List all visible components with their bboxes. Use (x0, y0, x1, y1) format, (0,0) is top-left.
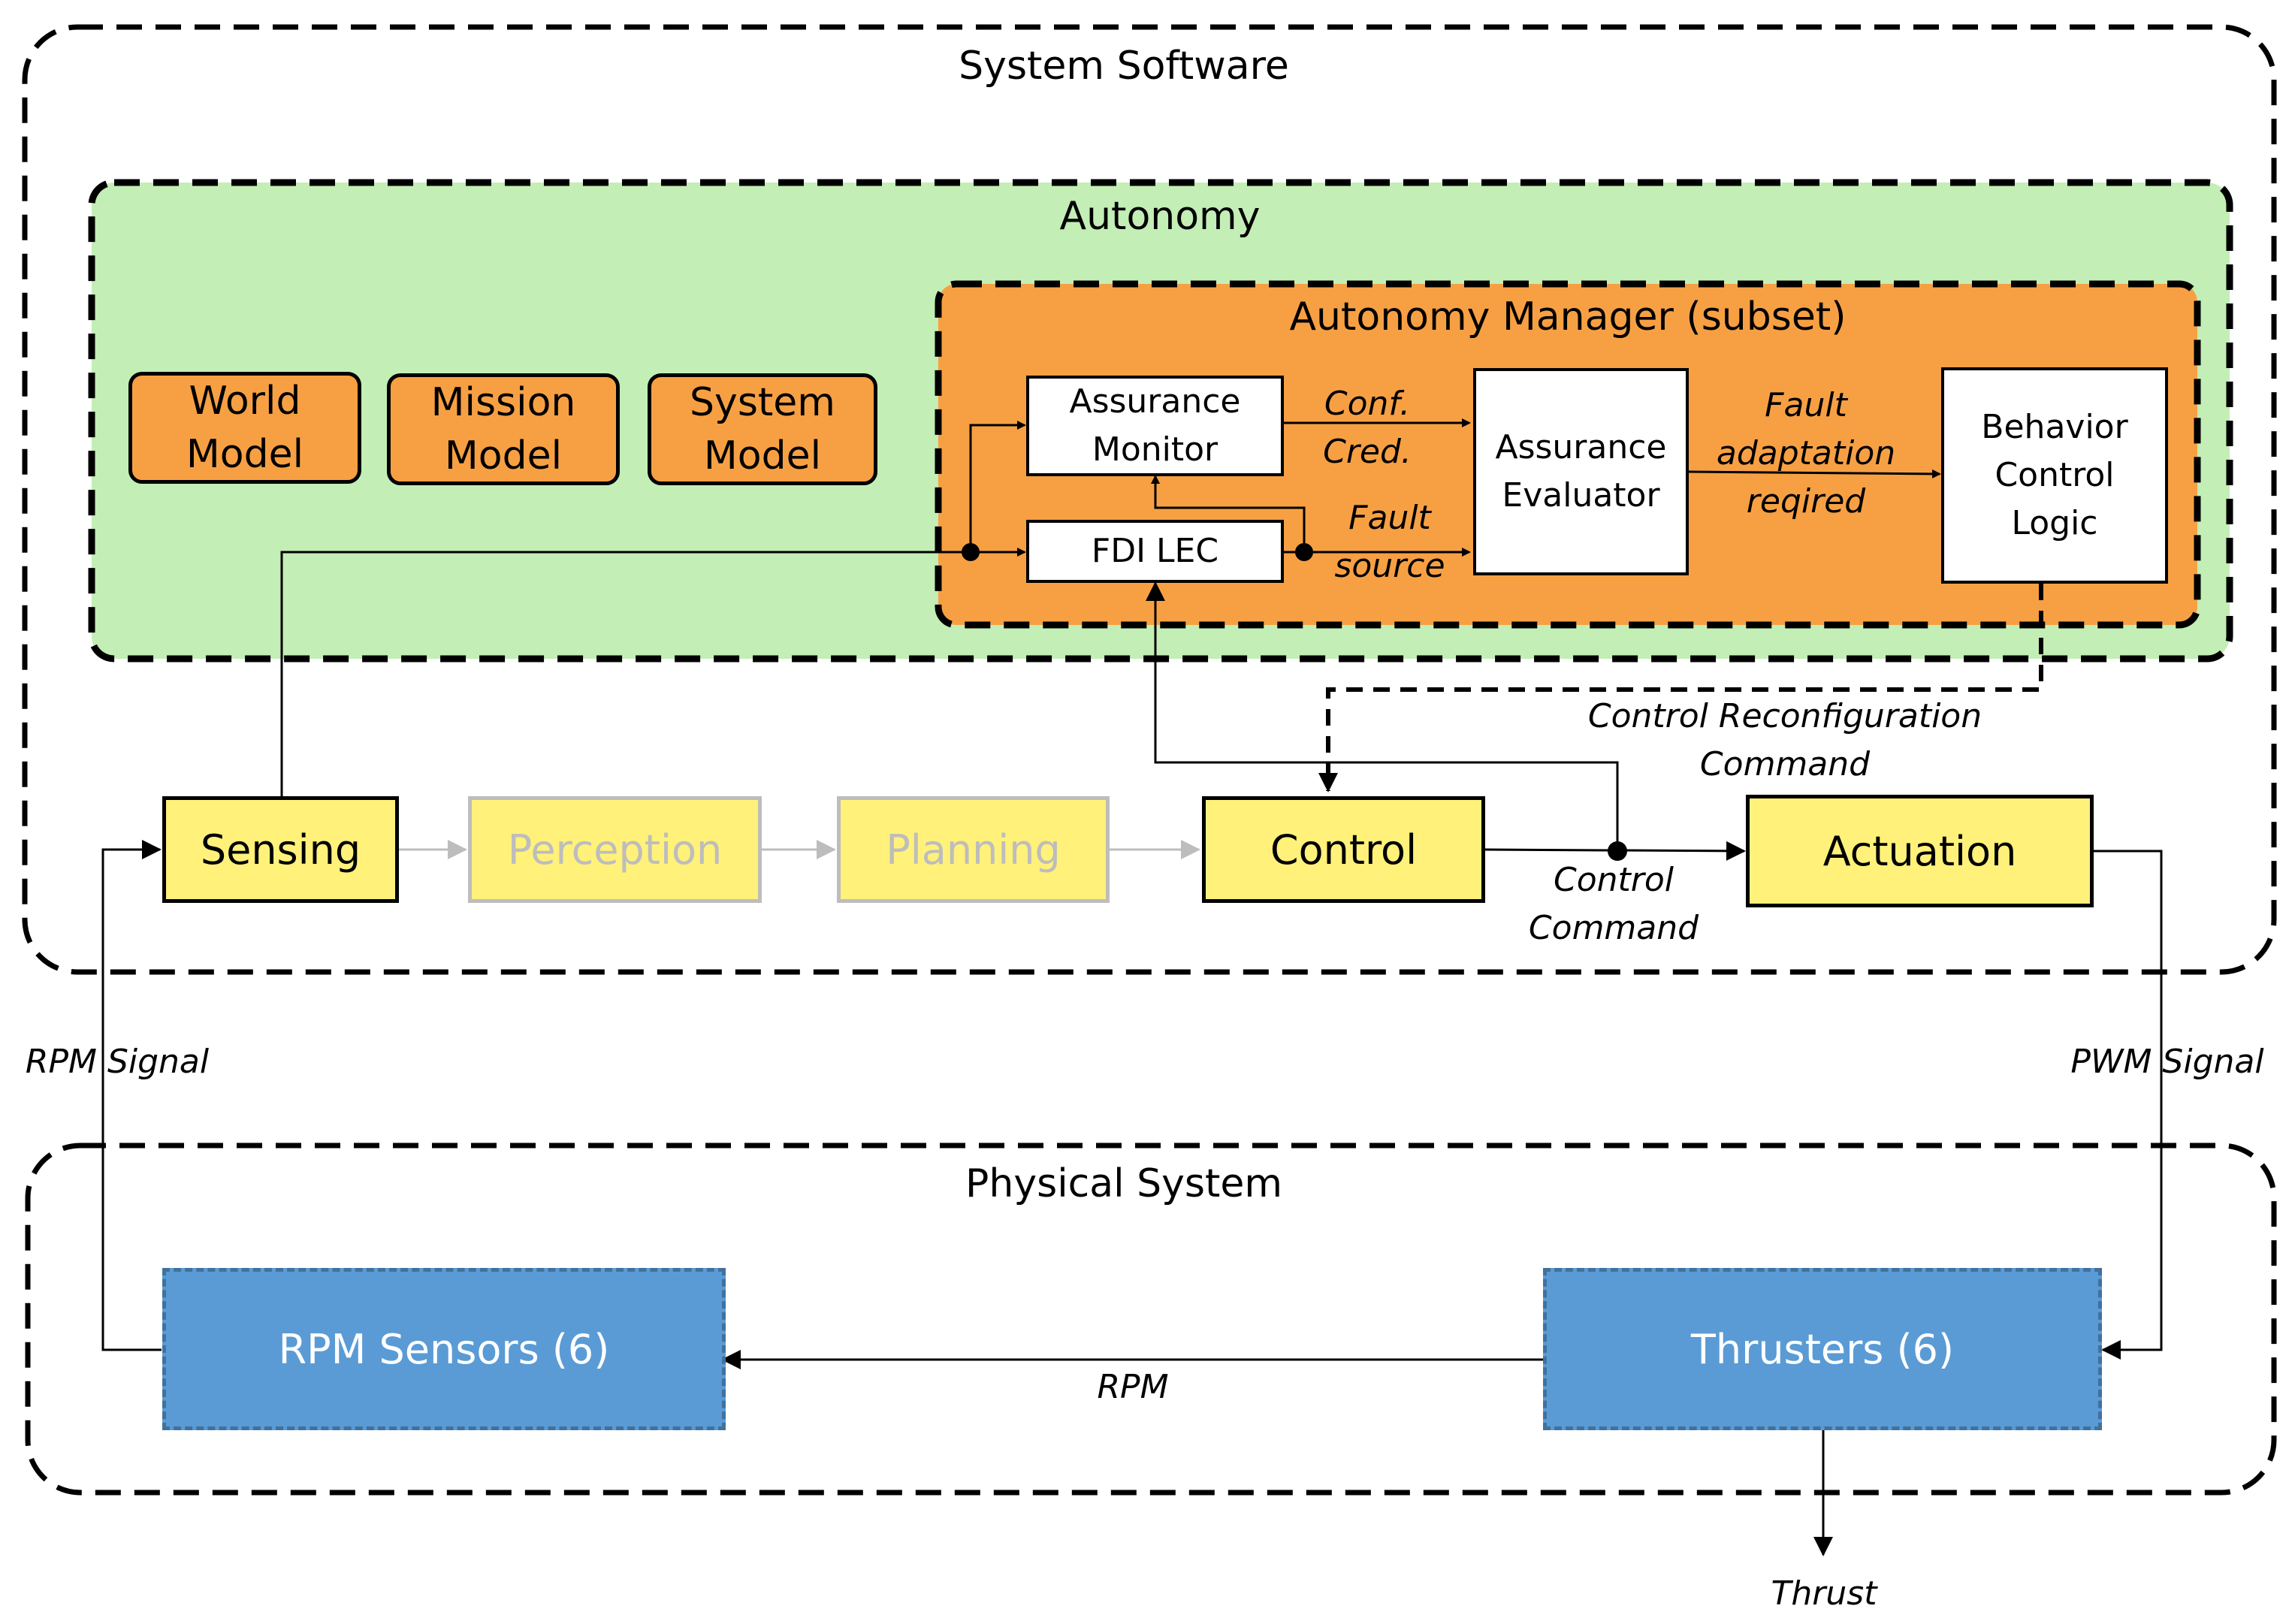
sensing-block: Sensing (162, 796, 399, 903)
pwm-signal-label: PWM Signal (2070, 1043, 2264, 1081)
control-block: Control (1202, 796, 1485, 903)
planning-label: Planning (886, 826, 1061, 874)
actuation-block: Actuation (1746, 795, 2094, 907)
fault-source-line-1: Fault (1348, 499, 1431, 537)
world-model-line-2: Model (186, 431, 304, 477)
assurance-evaluator-line-2: Evaluator (1502, 476, 1660, 515)
assurance-monitor-line-1: Assurance (1069, 382, 1241, 421)
fdi-lec-block: FDI LEC (1026, 520, 1284, 583)
thrusters-label: Thrusters (6) (1690, 1325, 1955, 1373)
rpm-sensors-block: RPM Sensors (6) (162, 1268, 726, 1430)
physical-system-title: Physical System (965, 1161, 1282, 1206)
thrust-label: Thrust (1771, 1574, 1877, 1613)
rpm-signal-line (101, 840, 162, 1351)
mission-model-line-2: Model (444, 433, 563, 478)
control-reconfiguration-line-2: Command (1699, 744, 1871, 783)
fdi-to-monitor-line (1151, 475, 1306, 552)
system-software-container (22, 24, 2277, 975)
behavior-control-logic-line-2: Control (1995, 456, 2115, 495)
conf-cred-line-2: Cred. (1323, 432, 1412, 471)
control-reconfiguration-line-1: Control Reconfiguration (1587, 697, 1982, 735)
conf-cred-line-1: Conf. (1324, 385, 1411, 423)
control-command-dot (1608, 841, 1627, 861)
rpm-sensors-label: RPM Sensors (6) (278, 1325, 610, 1373)
perception-label: Perception (507, 826, 723, 874)
fault-adaptation-line-1: Fault (1765, 386, 1847, 424)
fault-adaptation-label: Fault adaptation reqired (1717, 382, 1895, 525)
control-command-line-1: Control (1553, 861, 1674, 899)
actuation-label: Actuation (1822, 827, 2017, 875)
perception-block: Perception (468, 796, 762, 903)
assurance-monitor-line-2: Monitor (1092, 430, 1218, 469)
fdi-lec-label: FDI LEC (1091, 532, 1219, 571)
rpm-signal-label: RPM Signal (25, 1043, 210, 1081)
system-model-line-2: Model (703, 433, 822, 478)
mission-model-line-1: Mission (430, 380, 576, 426)
fault-adaptation-line-3: reqired (1746, 481, 1866, 521)
autonomy-title: Autonomy (1059, 194, 1261, 239)
assurance-evaluator-line-1: Assurance (1495, 428, 1667, 467)
fault-source-label: Fault source (1334, 494, 1445, 590)
fault-source-line-2: source (1334, 546, 1445, 585)
sensing-label: Sensing (200, 826, 361, 874)
world-model-line-1: World (189, 379, 301, 424)
behavior-control-logic-line-1: Behavior (1981, 408, 2128, 447)
conf-cred-label: Conf. Cred. (1323, 380, 1412, 476)
planning-block: Planning (837, 796, 1110, 903)
system-model-line-1: System (690, 380, 835, 426)
reconfiguration-command-line (1318, 584, 2043, 792)
control-command-line-2: Command (1528, 908, 1699, 947)
physical-system-container (25, 1143, 2277, 1496)
fault-adaptation-arrow (1687, 469, 1941, 478)
rpm-label: RPM (1097, 1368, 1169, 1406)
pwm-signal-line (2093, 850, 2163, 1360)
sensing-junction-dot (962, 543, 980, 561)
behavior-control-logic-line-3: Logic (2011, 503, 2098, 542)
junction-to-monitor-arrow (969, 421, 1026, 552)
control-label: Control (1270, 826, 1418, 874)
autonomy-manager-title: Autonomy Manager (subset) (1289, 294, 1847, 340)
sensing-to-manager-line (280, 551, 971, 796)
fault-adaptation-line-2: adaptation (1716, 433, 1896, 472)
thrusters-block: Thrusters (6) (1543, 1268, 2102, 1430)
control-command-to-fdi-line (1146, 581, 1619, 851)
system-software-title: System Software (959, 44, 1289, 89)
